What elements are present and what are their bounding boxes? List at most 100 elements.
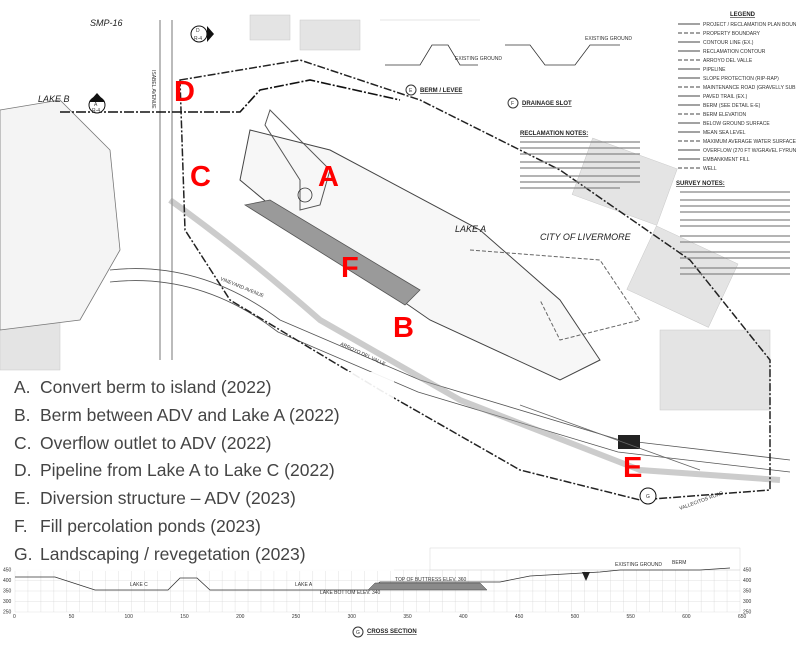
legend-title: LEGEND bbox=[730, 12, 756, 18]
x-tick-label: 500 bbox=[571, 614, 580, 620]
drain-existing-ground-label: EXISTING GROUND bbox=[585, 36, 632, 42]
x-tick-label: 600 bbox=[682, 614, 691, 620]
marker-b: B bbox=[393, 312, 414, 344]
isabel-label: ISABEL AVENUE bbox=[150, 70, 156, 109]
project-item-a: A. Convert berm to island (2022) bbox=[14, 374, 394, 402]
project-item-g: G. Landscaping / revegetation (2023) bbox=[14, 541, 394, 569]
legend-item: MAINTENANCE ROAD (GRAVELLY SUBSTRATE)(TO… bbox=[703, 85, 796, 91]
legend-item: PAVED TRAIL (EX.) bbox=[703, 94, 748, 100]
buttress-fill bbox=[367, 582, 488, 591]
y-tick-label: 350 bbox=[3, 589, 12, 595]
survey-notes-title: SURVEY NOTES: bbox=[676, 181, 725, 187]
city-label: CITY OF LIVERMORE bbox=[540, 232, 632, 242]
legend-item: PROPERTY BOUNDARY bbox=[703, 31, 761, 37]
section-marker-a: A R-4 bbox=[88, 93, 106, 114]
item-key: E. bbox=[14, 488, 31, 509]
y-tick-label: 250 bbox=[3, 610, 12, 616]
lake-b-label: LAKE B bbox=[38, 94, 70, 104]
lake-b-shore bbox=[0, 99, 121, 331]
item-text: Berm between ADV and Lake A (2022) bbox=[40, 404, 340, 425]
legend-item: MEAN SEA LEVEL bbox=[703, 130, 746, 136]
marker-e: E bbox=[623, 452, 643, 484]
y-tick-label: 400 bbox=[743, 578, 752, 584]
diversion-structure bbox=[618, 435, 640, 449]
legend-item: OVERFLOW (270 FT W/GRAVEL FYRUN LINING) bbox=[703, 148, 796, 154]
x-tick-label: 50 bbox=[69, 614, 75, 620]
xs-letter: G bbox=[356, 630, 360, 636]
project-item-d: D.Pipeline from Lake A to Lake C (2022) bbox=[14, 457, 394, 485]
legend-item: PROJECT / RECLAMATION PLAN BOUNDARY bbox=[703, 22, 796, 28]
item-key: B. bbox=[14, 404, 31, 425]
percolation-ponds-fill bbox=[243, 199, 421, 306]
x-tick-label: 650 bbox=[738, 614, 747, 620]
reclamation-notes-title: RECLAMATION NOTES: bbox=[520, 131, 588, 137]
diversion-line bbox=[519, 404, 701, 471]
x-tick-label: 300 bbox=[348, 614, 357, 620]
xs-title: CROSS SECTION bbox=[367, 629, 417, 635]
detail-berm-levee: EXISTING GROUND E BERM / LEVEE bbox=[380, 19, 502, 96]
y-tick-label: 300 bbox=[3, 599, 12, 605]
smp-label: SMP-16 bbox=[90, 18, 123, 28]
legend-item: PIPELINE bbox=[703, 67, 726, 73]
y-tick-label: 400 bbox=[3, 578, 12, 584]
vallecitos-label: VALLECITOS ROAD bbox=[679, 490, 725, 512]
item-text: Landscaping / revegetation (2023) bbox=[40, 543, 306, 564]
survey-notes: SURVEY NOTES: bbox=[676, 181, 790, 275]
berm-existing-ground-label: EXISTING GROUND bbox=[455, 56, 502, 62]
item-key: C. bbox=[14, 432, 32, 453]
project-item-e: E. Diversion structure – ADV (2023) bbox=[14, 485, 394, 513]
y-tick-label: 450 bbox=[3, 568, 12, 574]
y-tick-label: 250 bbox=[743, 610, 752, 616]
legend-items: PROJECT / RECLAMATION PLAN BOUNDARY PROPE… bbox=[678, 22, 796, 172]
legend-item: SLOPE PROTECTION (RIP-RAP) bbox=[703, 76, 779, 82]
detail-drainage-slot: EXISTING GROUND F DRAINAGE SLOT bbox=[505, 36, 632, 109]
section-marker-g: G bbox=[639, 487, 657, 505]
legend-item: BERM (SEE DETAIL E-E) bbox=[703, 103, 761, 109]
lake-a-label: LAKE A bbox=[455, 224, 486, 234]
legend-box: LEGEND bbox=[730, 12, 756, 18]
marker-d: D bbox=[174, 76, 195, 108]
legend-item: MAXIMUM AVERAGE WATER SURFACE bbox=[703, 139, 796, 145]
vineyard-avenue bbox=[109, 268, 791, 473]
xs-bottom-label: LAKE BOTTOM ELEV. 340 bbox=[320, 590, 381, 596]
item-text: Convert berm to island (2022) bbox=[40, 377, 272, 397]
section-marker-d: D R-4 bbox=[190, 25, 214, 43]
item-key: F. bbox=[14, 515, 28, 536]
legend-item: EMBANKMENT FILL bbox=[703, 157, 750, 163]
xs-buttress-label: TOP OF BUTTRESS ELEV. 360 bbox=[395, 577, 467, 583]
detail-title: DRAINAGE SLOT bbox=[522, 101, 572, 107]
maintenance-road bbox=[469, 249, 641, 341]
marker-a: A bbox=[318, 161, 339, 193]
item-text: Diversion structure – ADV (2023) bbox=[40, 488, 296, 509]
item-key: G. bbox=[14, 543, 33, 564]
legend-item: ARROYO DEL VALLE bbox=[703, 58, 753, 64]
item-key: A. bbox=[14, 377, 31, 397]
xs-existing-label: EXISTING GROUND bbox=[615, 562, 662, 568]
project-item-b: B. Berm between ADV and Lake A (2022) bbox=[14, 402, 394, 430]
x-tick-label: 200 bbox=[236, 614, 245, 620]
x-tick-label: 350 bbox=[403, 614, 412, 620]
y-tick-label: 300 bbox=[743, 599, 752, 605]
x-tick-label: 400 bbox=[459, 614, 468, 620]
project-list: A. Convert berm to island (2022) B. Berm b… bbox=[14, 372, 394, 571]
detail-title: BERM / LEVEE bbox=[420, 88, 462, 94]
reclamation-notes: RECLAMATION NOTES: bbox=[520, 131, 640, 189]
section-marker-sheet: R-4 bbox=[194, 36, 202, 42]
arroyo-del-valle bbox=[168, 197, 781, 483]
pipeline bbox=[60, 79, 401, 113]
detail-letter: F bbox=[511, 101, 514, 107]
legend-item: BERM ELEVATION bbox=[703, 112, 747, 118]
isabel-avenue bbox=[159, 20, 173, 360]
detail-letter: E bbox=[409, 88, 413, 94]
well-icon bbox=[297, 187, 313, 203]
x-tick-label: 150 bbox=[180, 614, 189, 620]
xs-berm-label: BERM bbox=[672, 560, 686, 566]
project-item-f: F.Fill percolation ponds (2023) bbox=[14, 513, 394, 541]
berm-island bbox=[264, 109, 331, 211]
marker-c: C bbox=[190, 161, 211, 193]
item-text: Overflow outlet to ADV (2022) bbox=[40, 432, 272, 453]
legend-item: RECLAMATION CONTOUR bbox=[703, 49, 766, 55]
xs-lake-a-label: LAKE A bbox=[295, 582, 313, 588]
